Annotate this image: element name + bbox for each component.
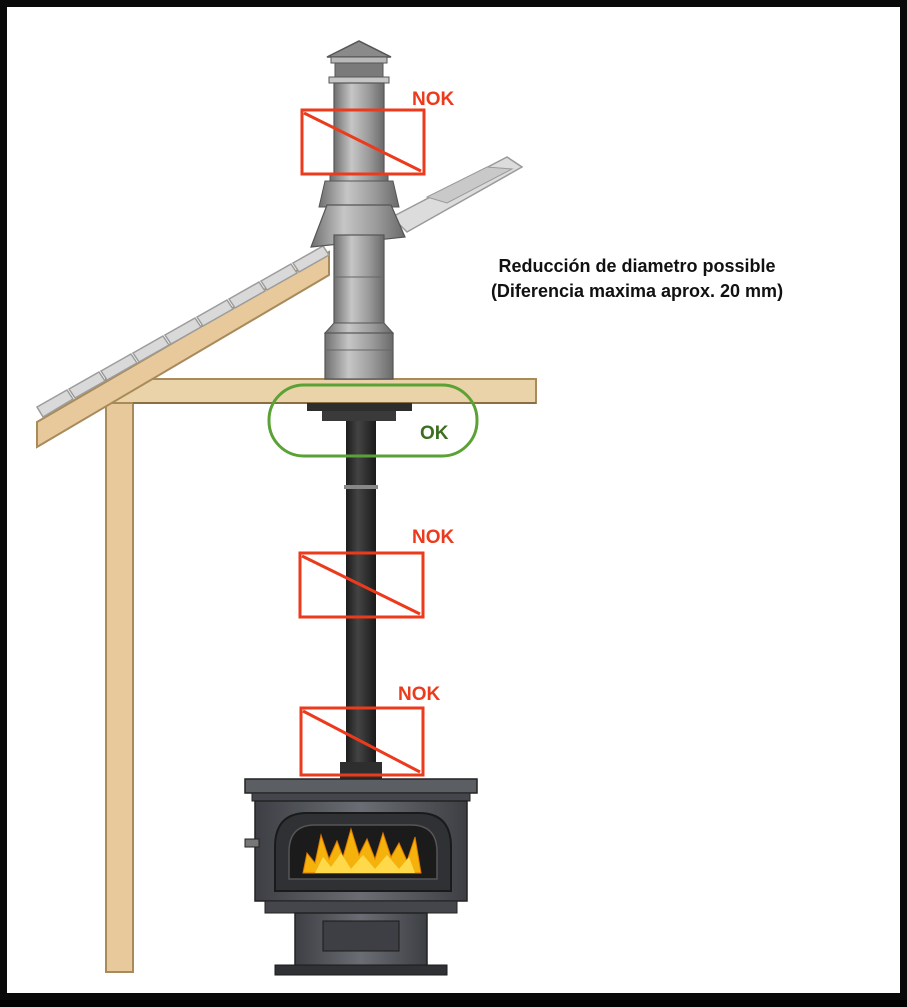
wooden-post [105, 391, 134, 973]
caption: Reducción de diametro possible (Diferenc… [427, 254, 847, 304]
ash-drawer [322, 920, 400, 952]
caption-line-2: (Diferencia maxima aprox. 20 mm) [490, 281, 784, 301]
nok-strike-line [301, 554, 421, 616]
storm-collar [318, 180, 400, 208]
nok-label-middle: NOK [412, 527, 455, 548]
door-handle [244, 838, 260, 848]
nok-marker-pipe-middle [298, 551, 425, 619]
nok-label-lower: NOK [398, 684, 441, 705]
roof-rafter [36, 250, 330, 449]
nok-box [300, 108, 426, 176]
ok-marker-ring [267, 383, 479, 458]
nok-marker-pipe-lower [299, 706, 425, 777]
chimney-installation-illustration [35, 40, 537, 976]
roof-shingles [35, 245, 331, 419]
stove-pipe [340, 421, 382, 780]
stove-pipe-upper [346, 421, 376, 487]
ceiling-adapter [307, 403, 412, 421]
nok-strike-line [303, 111, 422, 173]
stove-pipe-lower [346, 489, 376, 764]
chimney-mid-section [333, 234, 385, 326]
chimney-upper-section [333, 82, 385, 176]
stove-top [244, 778, 478, 794]
chimney-cap [326, 40, 392, 58]
nok-box [298, 551, 425, 619]
wood-stove [244, 778, 478, 976]
nok-label-top: NOK [412, 89, 455, 110]
steel-chimney [310, 40, 406, 380]
nok-box [299, 706, 425, 777]
nok-strike-line [302, 709, 421, 774]
ok-label: OK [420, 423, 449, 444]
ceiling-support-box [324, 332, 394, 380]
caption-line-1: Reducción de diametro possible [498, 256, 776, 276]
nok-marker-chimney-top [300, 108, 426, 176]
wooden-frame [35, 156, 537, 973]
